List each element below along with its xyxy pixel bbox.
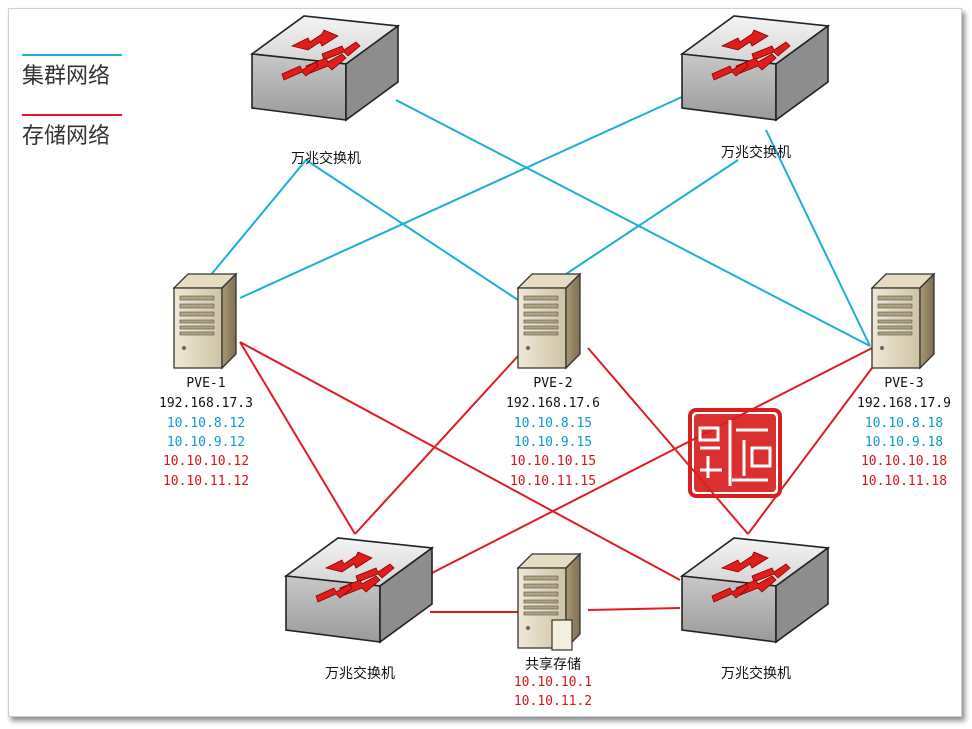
pve3-cluster-ip-2: 10.10.9.18 [864,435,944,450]
link-pve2-swbl [354,355,519,535]
link-storage-swbr [587,607,681,611]
seal-stamp-icon [688,408,782,498]
pve1-cluster-ip-1: 10.10.8.12 [166,416,246,431]
link-swtl-pve2 [305,159,519,301]
switch-top-right-icon [681,15,829,121]
switch-bottom-right-icon [681,537,829,643]
link-pve2-swbr [587,347,749,535]
link-swtr-pve1 [239,95,685,299]
switch-bottom-right-label: 万兆交换机 [721,666,791,682]
cluster-links [209,95,871,347]
storage-links [239,341,877,613]
shared-storage-name: 共享存储 [525,657,581,673]
pve2-name: PVE-2 [533,376,573,391]
server-pve2-icon [517,273,581,369]
switch-top-right-label: 万兆交换机 [721,145,791,161]
pve1-mgmt-ip: 192.168.17.3 [159,396,253,411]
link-swtl-pve1 [209,159,307,277]
link-swtl-pve3 [395,99,871,347]
pve2-cluster-ip-1: 10.10.8.15 [513,416,593,431]
pve3-storage-ip-2: 10.10.11.18 [860,474,948,489]
link-pve3-swbl [429,345,877,575]
legend-cluster-label: 集群网络 [22,64,111,89]
pve1-storage-ip-2: 10.10.11.12 [162,474,250,489]
link-pve1-swbr [239,341,681,581]
pve3-cluster-ip-1: 10.10.8.18 [864,416,944,431]
switch-bottom-left-label: 万兆交换机 [325,666,395,682]
link-swtr-pve2 [559,159,739,279]
pve3-mgmt-ip: 192.168.17.9 [857,396,951,411]
switch-bottom-left-icon [285,537,433,643]
legend-storage-label: 存储网络 [22,124,111,149]
switch-top-left-label: 万兆交换机 [291,151,361,167]
pve1-name: PVE-1 [186,376,226,391]
legend-cluster-line [22,54,122,56]
legend-storage-line [22,114,122,116]
server-pve3-icon [871,273,935,369]
link-pve3-swbr [747,367,873,535]
pve2-cluster-ip-2: 10.10.9.15 [513,435,593,450]
link-swtr-pve3 [765,129,871,347]
shared-storage-ip-1: 10.10.10.1 [513,675,593,690]
storage-disk-icon [551,619,573,651]
pve2-storage-ip-2: 10.10.11.15 [509,474,597,489]
pve1-cluster-ip-2: 10.10.9.12 [166,435,246,450]
link-pve1-swbl [239,341,356,535]
pve2-storage-ip-1: 10.10.10.15 [509,454,597,469]
pve2-mgmt-ip: 192.168.17.6 [506,396,600,411]
pve3-storage-ip-1: 10.10.10.18 [860,454,948,469]
pve3-name: PVE-3 [884,376,924,391]
pve1-storage-ip-1: 10.10.10.12 [162,454,250,469]
shared-storage-ip-2: 10.10.11.2 [513,694,593,709]
server-pve1-icon [173,273,237,369]
switch-top-left-icon [251,15,399,121]
